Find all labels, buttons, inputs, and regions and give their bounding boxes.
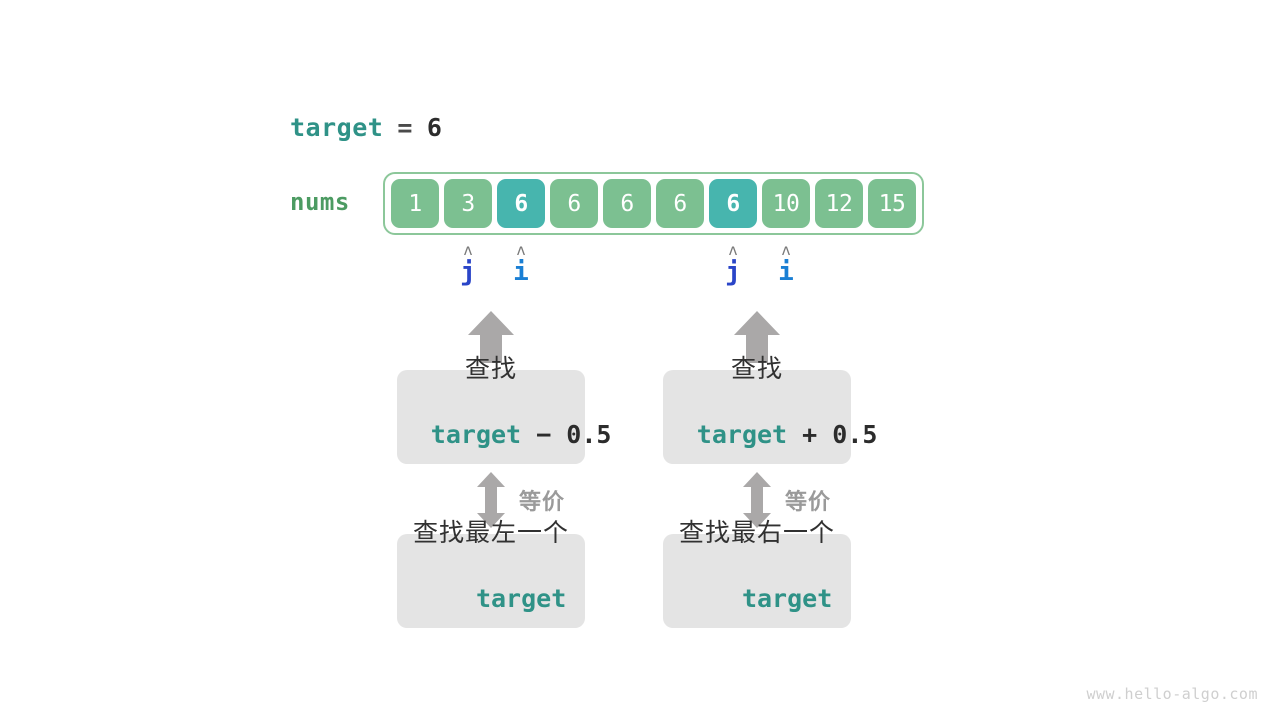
equals-sign: = — [397, 112, 413, 142]
up-arrow-left — [468, 311, 514, 363]
pointer-caret-icon: ʌ — [463, 241, 473, 259]
target-value: 6 — [426, 112, 443, 142]
pointer-label: i — [513, 257, 529, 287]
up-arrow-right — [734, 311, 780, 363]
array-cell: 15 — [868, 179, 916, 228]
upper-box-right-expression: target + 0.5 — [637, 390, 878, 480]
equivalence-group-right: 等价 — [743, 472, 831, 528]
lower-box-right-expression: target — [682, 554, 833, 644]
pointer-label: j — [460, 257, 476, 287]
expression-keyword: target — [696, 420, 788, 449]
lower-box-right: 查找最右一个 target — [663, 518, 851, 628]
equivalence-label-right: 等价 — [785, 490, 832, 515]
upper-box-left-expression: target − 0.5 — [371, 390, 612, 480]
equivalence-group-left: 等价 — [477, 472, 565, 528]
expression-keyword: target — [475, 584, 567, 613]
equivalence-label-left: 等价 — [519, 490, 566, 515]
lower-box-left-title: 查找最左一个 — [412, 518, 569, 547]
upper-box-right-title: 查找 — [730, 354, 783, 383]
upper-box-right: 查找 target + 0.5 — [663, 354, 877, 464]
array-cell: 3 — [444, 179, 492, 228]
expression-operator: + 0.5 — [787, 420, 878, 449]
pointer-caret-icon: ʌ — [516, 241, 526, 259]
array-cell: 6 — [709, 179, 757, 228]
array-cell: 12 — [815, 179, 863, 228]
target-declaration: target = 6 — [290, 110, 442, 144]
expression-keyword: target — [430, 420, 522, 449]
array-cell: 6 — [550, 179, 598, 228]
pointer-label: i — [778, 257, 794, 287]
pointer-caret-icon: ʌ — [781, 241, 791, 259]
pointer-caret-icon: ʌ — [728, 241, 738, 259]
nums-label: nums — [290, 188, 350, 216]
expression-operator: − 0.5 — [521, 420, 612, 449]
double-arrow-icon — [477, 472, 505, 528]
target-variable-name: target — [290, 112, 384, 142]
lower-box-right-title: 查找最右一个 — [678, 518, 835, 547]
array-cell: 10 — [762, 179, 810, 228]
upper-box-left: 查找 target − 0.5 — [397, 354, 611, 464]
upper-box-left-title: 查找 — [464, 354, 517, 383]
lower-box-left: 查找最左一个 target — [397, 518, 585, 628]
double-arrow-icon — [743, 472, 771, 528]
pointer-label: j — [725, 257, 741, 287]
array-cell: 6 — [656, 179, 704, 228]
lower-box-left-expression: target — [416, 554, 567, 644]
array-cell: 1 — [391, 179, 439, 228]
expression-keyword: target — [741, 584, 833, 613]
watermark: www.hello-algo.com — [1086, 685, 1258, 703]
array-cell: 6 — [603, 179, 651, 228]
array-cell: 6 — [497, 179, 545, 228]
